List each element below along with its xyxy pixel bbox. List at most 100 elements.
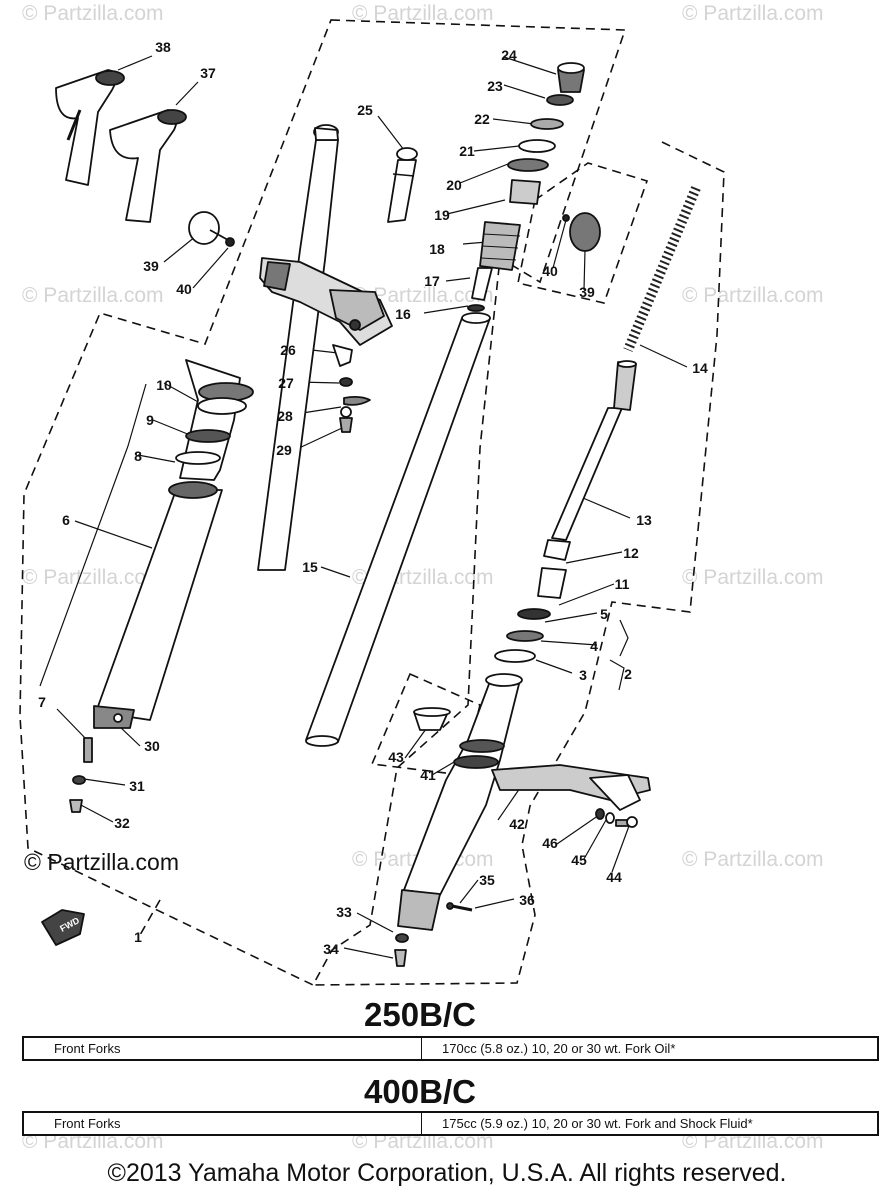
part-seal-8 — [175, 451, 221, 465]
part-nut-21 — [518, 139, 556, 153]
part-spacer-17 — [471, 267, 493, 301]
part-bush-18 — [479, 221, 521, 271]
callout-23: 23 — [487, 78, 503, 94]
part-oil-seal-10 — [197, 382, 254, 415]
callout-43: 43 — [388, 749, 404, 765]
watermark: © Partzilla.com — [22, 566, 164, 589]
group-outlines — [19, 19, 725, 987]
fwd-arrow-icon — [41, 909, 85, 946]
part-fork-guard-bracket-37 — [109, 109, 187, 223]
callout-34: 34 — [323, 941, 339, 957]
callout-24: 24 — [501, 47, 517, 63]
part-washer-31 — [72, 775, 86, 785]
callout-7: 7 — [38, 694, 46, 710]
part-fender-stay-42 — [491, 764, 651, 811]
part-washer-22 — [530, 118, 564, 130]
watermark: © Partzilla.com — [682, 2, 824, 25]
callout-39-right: 39 — [579, 284, 595, 300]
callout-9: 9 — [146, 412, 154, 428]
part-collar-11 — [537, 567, 567, 599]
partzilla-credit: © Partzilla.com — [24, 849, 179, 875]
spec-capacity-250: 170cc (5.8 oz.) 10, 20 or 30 wt. Fork Oi… — [442, 1041, 676, 1056]
callout-18: 18 — [429, 241, 445, 257]
part-washer-46 — [595, 808, 605, 820]
part-cable-guide-26 — [332, 344, 353, 367]
callout-4: 4 — [590, 638, 598, 654]
part-ring-3 — [494, 649, 536, 663]
part-inner-tube-left-25 — [257, 124, 339, 571]
callout-31: 31 — [129, 778, 145, 794]
callout-1: 1 — [134, 929, 142, 945]
callout-28: 28 — [277, 408, 293, 424]
drawn-parts — [41, 62, 701, 967]
part-washer-45 — [605, 812, 615, 824]
copyright-notice: ©2013 Yamaha Motor Corporation, U.S.A. A… — [107, 1159, 787, 1187]
part-bolt-32 — [69, 799, 83, 813]
callout-17: 17 — [424, 273, 440, 289]
callout-36: 36 — [519, 892, 535, 908]
outline-left-fork-assembly — [19, 19, 627, 987]
leader-lines — [39, 55, 688, 959]
part-nut-19 — [509, 179, 541, 205]
spec-table-400: Front Forks 175cc (5.9 oz.) 10, 20 or 30… — [22, 1111, 879, 1136]
callout-46: 46 — [542, 835, 558, 851]
callout-12: 12 — [623, 545, 639, 561]
part-bolt-30 — [83, 737, 93, 763]
part-washer-27 — [339, 377, 353, 387]
outline-lower-detail — [370, 672, 481, 776]
part-emblem-39-left — [188, 211, 235, 247]
spec-capacity-400: 175cc (5.9 oz.) 10, 20 or 30 wt. Fork an… — [442, 1116, 753, 1131]
callout-35: 35 — [479, 872, 495, 888]
callout-2: 2 — [624, 666, 632, 682]
spec-table-250: Front Forks 170cc (5.8 oz.) 10, 20 or 30… — [22, 1036, 879, 1061]
leader-part-1 — [139, 899, 161, 936]
spec-part-400: Front Forks — [24, 1113, 422, 1134]
callout-16: 16 — [395, 306, 411, 322]
callout-20: 20 — [446, 177, 462, 193]
part-fork-guard-bracket-38 — [55, 69, 125, 186]
callout-15: 15 — [302, 559, 318, 575]
model-heading-400: 400B/C — [364, 1073, 476, 1110]
callout-39-left: 39 — [143, 258, 159, 274]
outline-damper-assembly — [312, 141, 725, 986]
watermark: © Partzilla.com — [352, 284, 494, 307]
callout-10: 10 — [156, 377, 172, 393]
callout-13: 13 — [636, 512, 652, 528]
spec-part-250: Front Forks — [24, 1038, 422, 1059]
part-cable-guide-43 — [413, 707, 451, 731]
callout-37: 37 — [200, 65, 216, 81]
part-bolt-35-36 — [446, 902, 473, 912]
part-emblem-39-right — [562, 212, 601, 252]
part-bolt-34 — [394, 949, 407, 967]
callout-25: 25 — [357, 102, 373, 118]
part-damper-rod-13 — [551, 360, 637, 541]
part-inner-tube-right-25 — [387, 147, 418, 223]
callout-41: 41 — [420, 767, 436, 783]
part-piston-12 — [543, 539, 571, 561]
callout-5: 5 — [600, 606, 608, 622]
callout-33: 33 — [336, 904, 352, 920]
part-ring-4 — [506, 630, 544, 642]
part-outer-tube-right-41 — [397, 673, 523, 931]
watermark: © Partzilla.com — [682, 848, 824, 871]
part-fork-spring-14 — [623, 186, 701, 352]
callout-3: 3 — [579, 667, 587, 683]
callout-22: 22 — [474, 111, 490, 127]
part-o-ring-23 — [546, 94, 574, 106]
part-bolt-44 — [615, 816, 638, 828]
callout-19: 19 — [434, 207, 450, 223]
callout-30: 30 — [144, 738, 160, 754]
part-washer-20 — [507, 158, 549, 172]
callout-6: 6 — [62, 512, 70, 528]
callout-11: 11 — [614, 576, 630, 592]
watermark: © Partzilla.com — [22, 284, 164, 307]
part-fork-bottom-left — [93, 705, 135, 729]
part-dust-boot — [168, 481, 218, 499]
watermark: © Partzilla.com — [682, 566, 824, 589]
part-ring-5 — [517, 608, 551, 620]
part-washer-33 — [395, 933, 409, 943]
part-cap-bolt-24 — [557, 62, 585, 93]
watermark: © Partzilla.com — [352, 2, 494, 25]
outline-cap-detail — [517, 162, 649, 304]
callout-38: 38 — [155, 39, 171, 55]
